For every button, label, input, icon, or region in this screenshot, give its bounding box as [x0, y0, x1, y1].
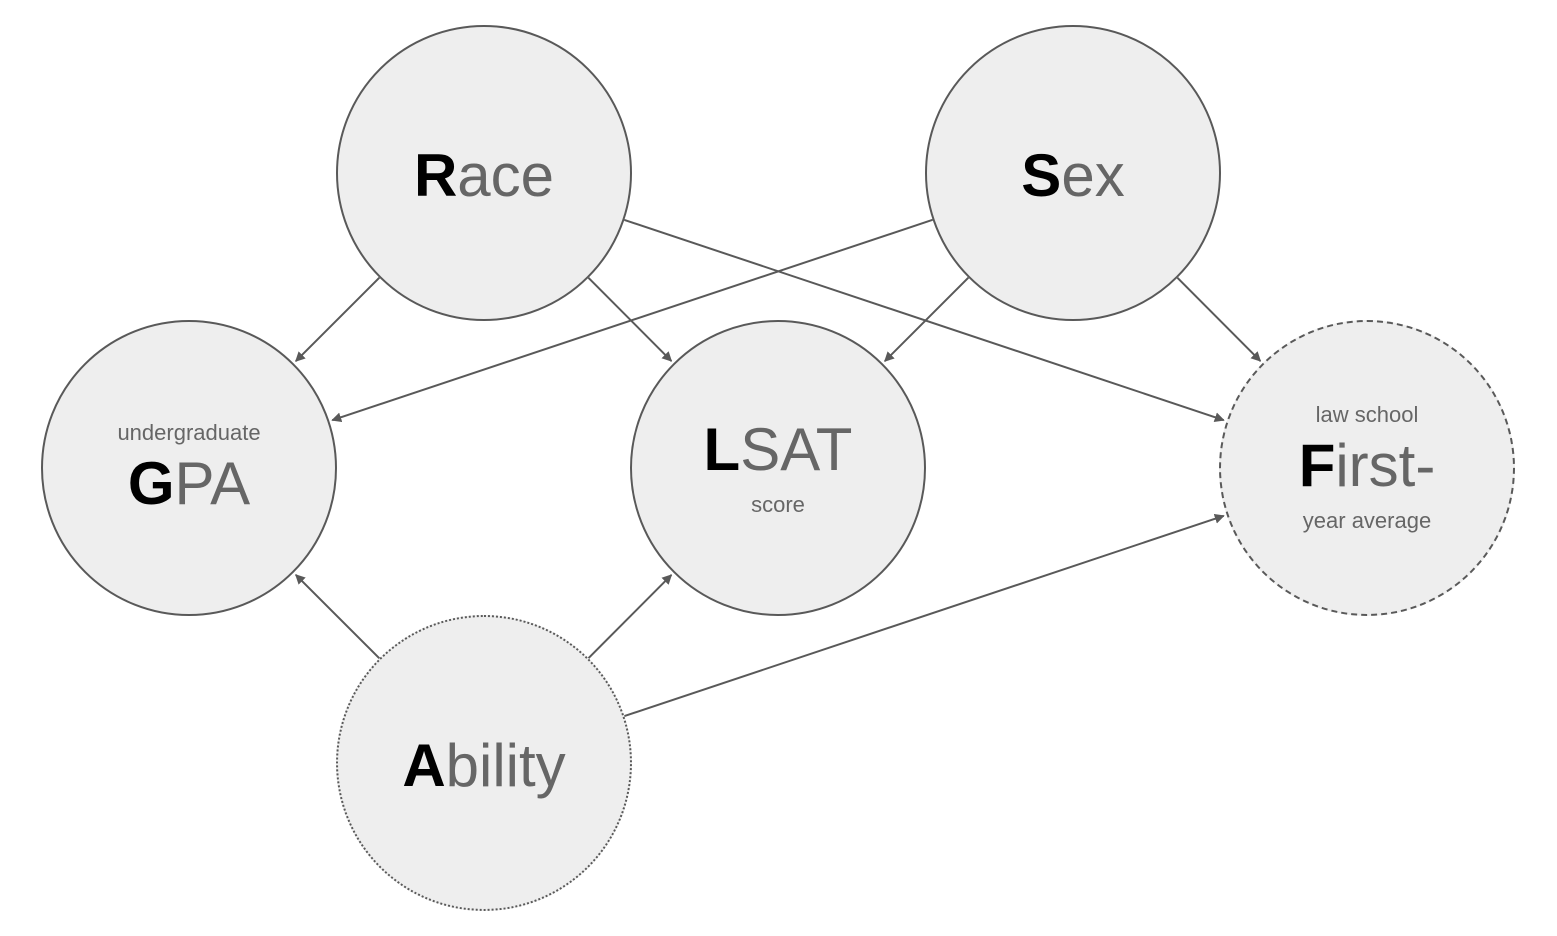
node-sex-initial: S	[1021, 142, 1062, 209]
node-ability-rest: bility	[445, 732, 566, 799]
node-sex: Sex	[925, 25, 1221, 321]
node-fya-caption-bottom: year average	[1302, 508, 1432, 533]
edge-ability-to-fya	[624, 513, 1225, 718]
node-fya-rest: irst-	[1335, 432, 1436, 499]
edge-race-to-fya	[624, 218, 1225, 423]
node-race-rest: ace	[457, 142, 555, 209]
edge-ability-to-lsat	[587, 574, 673, 659]
edge-sex-to-lsat	[884, 276, 970, 362]
node-race: Race	[336, 25, 632, 321]
edge-race-to-gpa	[295, 276, 381, 362]
node-gpa-initial: G	[127, 450, 175, 517]
node-race-initial: R	[413, 142, 458, 209]
node-gpa-title: GPA	[128, 454, 250, 514]
node-lsat-caption: score	[751, 492, 805, 517]
node-gpa: undergraduate GPA	[41, 320, 337, 616]
node-lsat: LSAT score	[630, 320, 926, 616]
edge-sex-to-gpa	[331, 218, 933, 423]
node-gpa-caption: undergraduate	[117, 420, 261, 445]
edge-sex-to-fya	[1176, 277, 1262, 362]
node-race-title: Race	[414, 146, 554, 206]
node-fya-caption-top: law school	[1315, 402, 1419, 427]
node-sex-rest: ex	[1061, 142, 1125, 209]
node-ability: Ability	[336, 615, 632, 911]
node-lsat-rest: SAT	[740, 416, 853, 483]
node-lsat-initial: L	[703, 416, 741, 483]
node-fya-title: First-	[1299, 436, 1436, 496]
edge-ability-to-gpa	[295, 574, 381, 660]
edge-race-to-lsat	[587, 277, 673, 362]
node-fya-initial: F	[1298, 432, 1336, 499]
node-first-year-average: law school First- year average	[1219, 320, 1515, 616]
node-gpa-rest: PA	[174, 450, 251, 517]
node-sex-title: Sex	[1021, 146, 1124, 206]
node-ability-title: Ability	[402, 736, 565, 796]
node-lsat-title: LSAT	[704, 420, 853, 480]
node-ability-initial: A	[402, 732, 446, 799]
